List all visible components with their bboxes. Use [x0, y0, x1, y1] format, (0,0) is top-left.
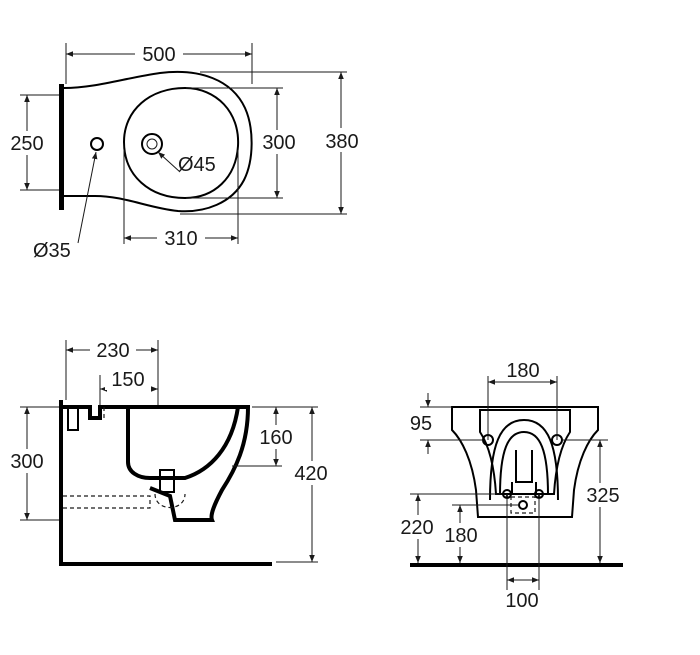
waste-pipe-dashed: [63, 495, 151, 509]
side-view-bowl-inner: [126, 406, 240, 480]
dim-160: 160: [259, 427, 292, 449]
front-view-body-outline: [451, 406, 599, 518]
front-view-inner-outline: [479, 409, 571, 495]
dim-250: 250: [10, 133, 43, 155]
dim-220: 220: [400, 517, 433, 539]
dim-300: 300: [262, 132, 295, 154]
dim-300-side: 300: [10, 451, 43, 473]
dim-180-top: 180: [506, 360, 539, 382]
top-view-bowl: [122, 86, 240, 200]
tap-hole: [90, 137, 104, 151]
dim-500: 500: [142, 44, 175, 66]
side-view-wall: [59, 400, 63, 565]
dim-325: 325: [586, 485, 619, 507]
waste-trap-dashed: [154, 493, 186, 508]
side-view-lug: [67, 409, 79, 431]
top-view-wall: [59, 84, 64, 210]
side-view: 230 150 300 160 420: [5, 338, 334, 566]
waste-outlet: [518, 500, 528, 510]
side-view-floor: [59, 562, 272, 566]
svg-text:▲: ▲: [536, 493, 542, 499]
dim-420: 420: [294, 463, 327, 485]
drain-inner: [146, 138, 158, 150]
side-view-body-outline: [63, 405, 251, 522]
dim-100: 100: [505, 590, 538, 612]
front-view: ▲ ▲ 180 95 325 220 180: [395, 358, 626, 612]
dim-230: 230: [96, 340, 129, 362]
dim-380: 380: [325, 131, 358, 153]
dim-180-bottom: 180: [444, 525, 477, 547]
dim-95: 95: [410, 413, 432, 435]
front-view-floor: [410, 563, 623, 567]
front-view-bowl: [489, 418, 559, 501]
side-view-outlet: [159, 469, 175, 493]
top-view-outer-outline: [63, 70, 253, 213]
drain-outer: [141, 133, 163, 155]
dim-150: 150: [111, 369, 144, 391]
dim-310: 310: [164, 228, 197, 250]
top-view: 500 250 300 380 310 Ø45 Ø35: [5, 42, 365, 262]
svg-text:▲: ▲: [504, 493, 510, 499]
dim-d35: Ø35: [33, 240, 71, 262]
dim-d45: Ø45: [178, 154, 216, 176]
